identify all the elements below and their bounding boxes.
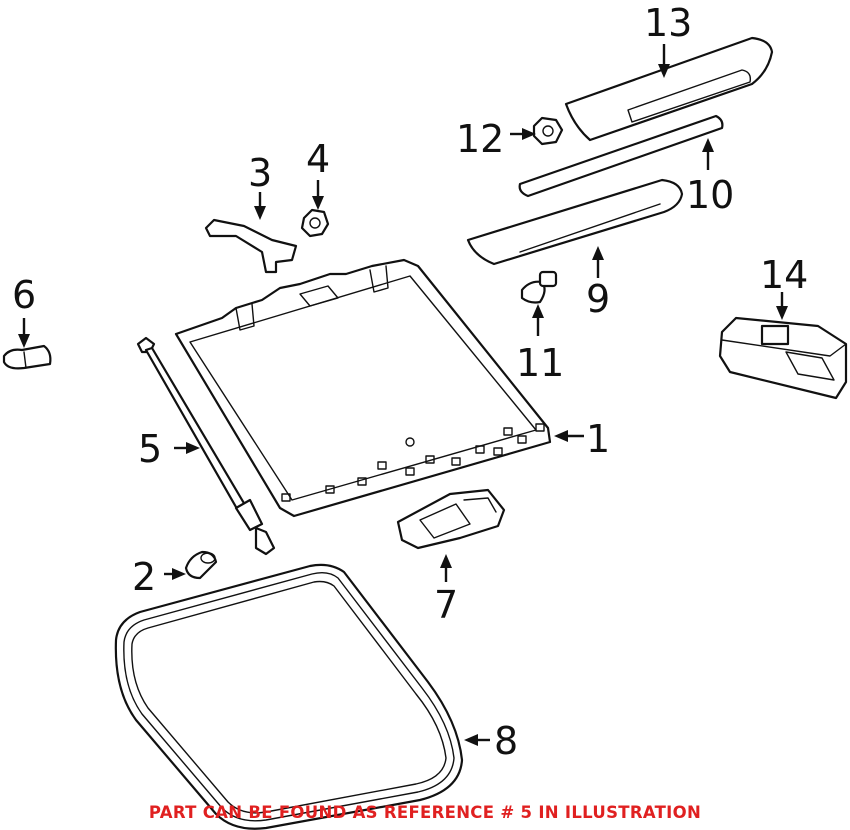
callout-7: 7 xyxy=(434,583,458,627)
part-14-lamp xyxy=(718,316,848,400)
callout-1: 1 xyxy=(586,417,610,461)
callout-8: 8 xyxy=(494,719,518,763)
part-12-nut xyxy=(532,116,564,146)
callout-4: 4 xyxy=(306,137,330,181)
callout-arrows xyxy=(18,44,788,746)
part-11-clip xyxy=(520,270,558,304)
part-13-spoiler xyxy=(564,36,774,142)
part-7-latch xyxy=(396,488,506,550)
part-2-bumper xyxy=(184,550,218,580)
part-4-nut xyxy=(300,208,330,238)
part-1-glass xyxy=(174,258,552,518)
part-10-trim-strip xyxy=(518,114,724,198)
callout-9: 9 xyxy=(586,277,610,321)
part-5-lift-support xyxy=(136,336,276,556)
part-6-clip xyxy=(2,344,52,370)
reference-notice: PART CAN BE FOUND AS REFERENCE # 5 IN IL… xyxy=(148,803,702,822)
part-3-bracket xyxy=(204,218,298,274)
callout-6: 6 xyxy=(12,273,36,317)
part-8-seal xyxy=(114,563,464,830)
callout-5: 5 xyxy=(138,427,162,471)
callout-10: 10 xyxy=(686,173,734,217)
callout-2: 2 xyxy=(132,555,156,599)
callout-12: 12 xyxy=(456,117,504,161)
part-9-garnish xyxy=(466,178,684,266)
callout-13: 13 xyxy=(644,1,692,45)
callout-3: 3 xyxy=(248,151,272,195)
callout-14: 14 xyxy=(760,253,808,297)
callout-11: 11 xyxy=(516,341,564,385)
